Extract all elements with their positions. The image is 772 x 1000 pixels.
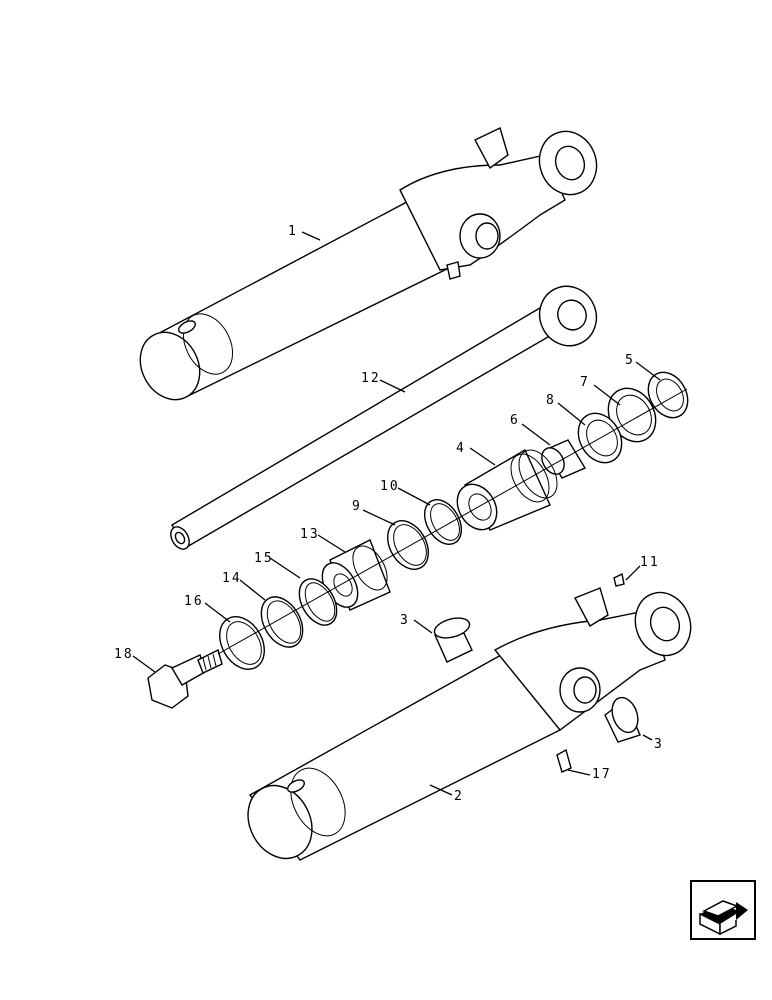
- ring-part-14: [260, 596, 304, 648]
- ring-part-16: [219, 616, 265, 670]
- assembly-axis-line: [217, 388, 688, 655]
- callout-18: 18: [114, 647, 134, 662]
- callout-labels: 1 12 5 7 8 6 4 10 9 13 15 14 16 18 3 11 …: [114, 224, 664, 804]
- next-page-arrow-icon[interactable]: [690, 880, 756, 940]
- callout-13: 13: [300, 527, 320, 542]
- callout-3-right: 3: [654, 737, 664, 752]
- ring-part-10: [423, 499, 463, 545]
- leader-lines: [132, 231, 661, 796]
- callout-7: 7: [580, 375, 590, 390]
- cylinder-barrel-lower: [247, 587, 692, 861]
- cylinder-barrel-upper: [139, 127, 598, 401]
- callout-2: 2: [454, 789, 464, 804]
- callout-8: 8: [546, 393, 556, 408]
- bushing-part-3-left: [433, 617, 473, 663]
- bolt-part-18: [147, 648, 223, 709]
- bushing-part-6: [541, 439, 587, 479]
- callout-6: 6: [510, 413, 520, 428]
- callout-16: 16: [184, 594, 204, 609]
- ring-part-15: [298, 578, 338, 626]
- callout-11: 11: [640, 555, 660, 570]
- callout-1: 1: [288, 224, 298, 239]
- callout-4: 4: [456, 441, 466, 456]
- callout-12: 12: [361, 371, 381, 386]
- grease-fitting-part-17: [556, 748, 572, 773]
- seal-part-5: [647, 371, 689, 419]
- bushing-part-3-right: [604, 696, 641, 743]
- piston-rod: [170, 285, 598, 550]
- callout-3-left: 3: [400, 613, 410, 628]
- callout-9: 9: [352, 499, 362, 514]
- callout-10: 10: [380, 479, 400, 494]
- callout-15: 15: [254, 551, 274, 566]
- callout-5: 5: [625, 353, 635, 368]
- grease-fitting-part-11: [613, 572, 625, 587]
- callout-17: 17: [592, 767, 612, 782]
- callout-14: 14: [222, 571, 242, 586]
